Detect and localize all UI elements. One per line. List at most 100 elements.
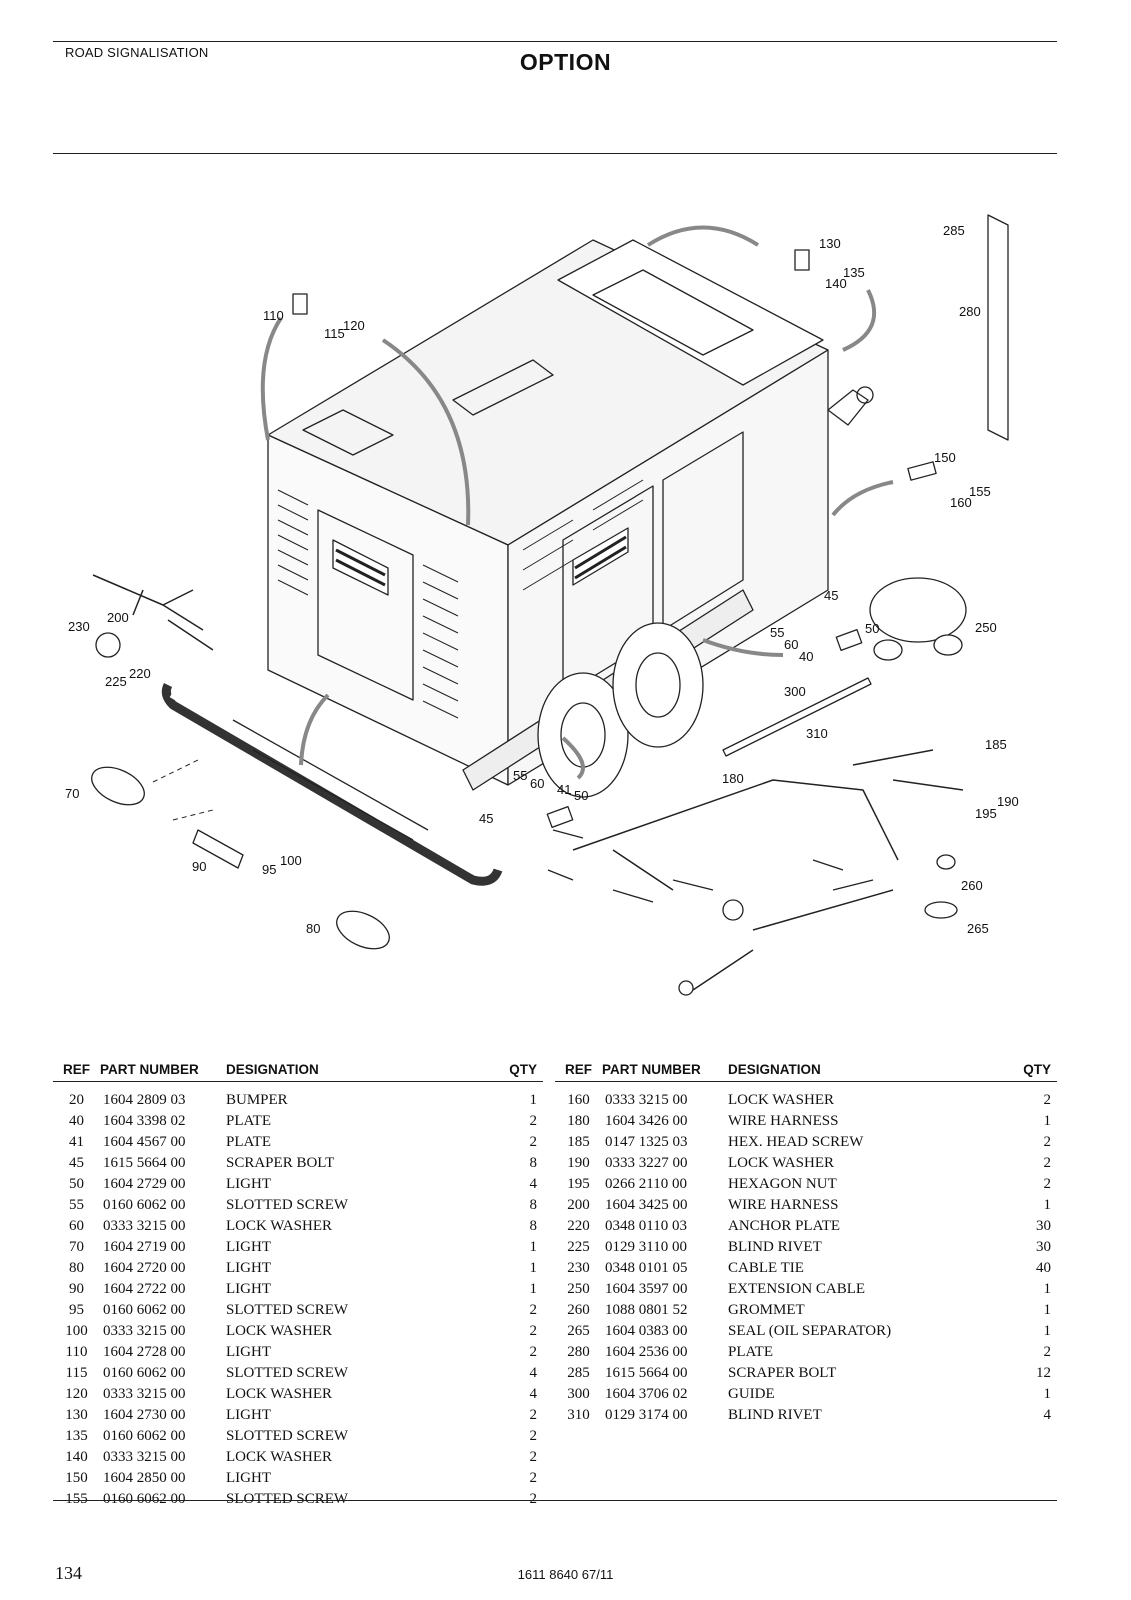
designation-cell: BLIND RIVET — [728, 1407, 822, 1423]
qty-cell: 2 — [529, 1113, 538, 1129]
part-number-cell: 1604 0383 00 — [605, 1323, 688, 1339]
callout: 250 — [975, 620, 997, 635]
ref-cell: 45 — [69, 1155, 84, 1171]
part-number-cell: 0266 2110 00 — [605, 1176, 687, 1192]
designation-cell: PLATE — [226, 1134, 271, 1150]
qty-cell: 2 — [529, 1491, 538, 1507]
ref-cell: 265 — [567, 1323, 590, 1339]
col-designation-header: DESIGNATION — [226, 1060, 491, 1082]
designation-cell: LIGHT — [226, 1260, 271, 1276]
part-number-cell: 1604 2722 00 — [103, 1281, 186, 1297]
part-number-cell: 1088 0801 52 — [605, 1302, 688, 1318]
callout: 150 — [934, 450, 956, 465]
qty-cell: 2 — [1043, 1155, 1052, 1171]
qty-cell: 1 — [529, 1260, 538, 1276]
callout: 120 — [343, 318, 365, 333]
designation-cell: LIGHT — [226, 1470, 271, 1486]
designation-cell: LIGHT — [226, 1407, 271, 1423]
designation-cell: CABLE TIE — [728, 1260, 804, 1276]
designation-cell: BUMPER — [226, 1092, 288, 1108]
part-number-cell: 0160 6062 00 — [103, 1302, 186, 1318]
part-number-cell: 1615 5664 00 — [103, 1155, 186, 1171]
part-number-cell: 0333 3215 00 — [103, 1386, 186, 1402]
qty-cell: 1 — [529, 1239, 538, 1255]
part-number-cell: 1615 5664 00 — [605, 1365, 688, 1381]
table-spacer — [53, 1082, 543, 1091]
ref-cell: 95 — [69, 1302, 84, 1318]
part-number-cell: 0348 0101 05 — [605, 1260, 688, 1276]
section-title: ROAD SIGNALISATION — [65, 45, 209, 60]
part-number-cell: 0333 3215 00 — [103, 1449, 186, 1465]
callout: 180 — [722, 771, 744, 786]
part-number-cell: 0160 6062 00 — [103, 1365, 186, 1381]
designation-cell: SLOTTED SCREW — [226, 1197, 349, 1213]
callout: 190 — [997, 794, 1019, 809]
ref-cell: 195 — [567, 1176, 590, 1192]
qty-cell: 1 — [529, 1281, 538, 1297]
callout: 300 — [784, 684, 806, 699]
col-ref-header: REF — [555, 1060, 602, 1082]
ref-cell: 80 — [69, 1260, 84, 1276]
part-number-cell: 1604 2536 00 — [605, 1344, 688, 1360]
ref-cell: 230 — [567, 1260, 590, 1276]
callout: 140 — [825, 276, 847, 291]
qty-cell: 4 — [529, 1365, 538, 1381]
light-80 — [336, 910, 390, 950]
col-qty-header: QTY — [1005, 1060, 1057, 1082]
callout: 70 — [65, 786, 79, 801]
callout: 135 — [843, 265, 865, 280]
part-number-cell: 0129 3174 00 — [605, 1407, 688, 1423]
qty-cell: 1 — [1043, 1197, 1052, 1213]
qty-cell: 8 — [529, 1218, 538, 1234]
qty-cell: 2 — [529, 1134, 538, 1150]
designation-cell: PLATE — [226, 1113, 271, 1129]
part-number-cell: 1604 3398 02 — [103, 1113, 186, 1129]
callout: 285 — [943, 223, 965, 238]
designation-cell: LIGHT — [226, 1176, 271, 1192]
ref-cell: 120 — [65, 1386, 88, 1402]
callout: 100 — [280, 853, 302, 868]
qty-cell: 2 — [529, 1428, 538, 1444]
ref-cell: 285 — [567, 1365, 590, 1381]
callout: 260 — [961, 878, 983, 893]
part-number-cell: 0160 6062 00 — [103, 1197, 186, 1213]
designation-cell: LOCK WASHER — [226, 1218, 332, 1234]
ref-cell: 140 — [65, 1449, 88, 1465]
qty-cell: 4 — [529, 1386, 538, 1402]
ref-cell: 90 — [69, 1281, 84, 1297]
ref-cell: 220 — [567, 1218, 590, 1234]
designation-cell: SLOTTED SCREW — [226, 1302, 349, 1318]
document-number: 1611 8640 67/11 — [517, 1567, 614, 1582]
qty-cell: 2 — [529, 1323, 538, 1339]
ref-cell: 110 — [65, 1344, 88, 1360]
part-number-cell: 0333 3215 00 — [103, 1323, 186, 1339]
callout: 230 — [68, 619, 90, 634]
callout: 115 — [324, 326, 345, 341]
callout: 130 — [819, 236, 841, 251]
qty-cell: 2 — [1043, 1176, 1052, 1192]
qty-cell: 12 — [1036, 1365, 1051, 1381]
callout: 60 — [784, 637, 798, 652]
callout: 160 — [950, 495, 972, 510]
callout: 265 — [967, 921, 989, 936]
callout: 155 — [969, 484, 991, 499]
qty-cell: 1 — [1043, 1113, 1052, 1129]
ref-cell: 260 — [567, 1302, 590, 1318]
ref-cell: 310 — [567, 1407, 590, 1423]
part-number-cell: 1604 2809 03 — [103, 1092, 186, 1108]
